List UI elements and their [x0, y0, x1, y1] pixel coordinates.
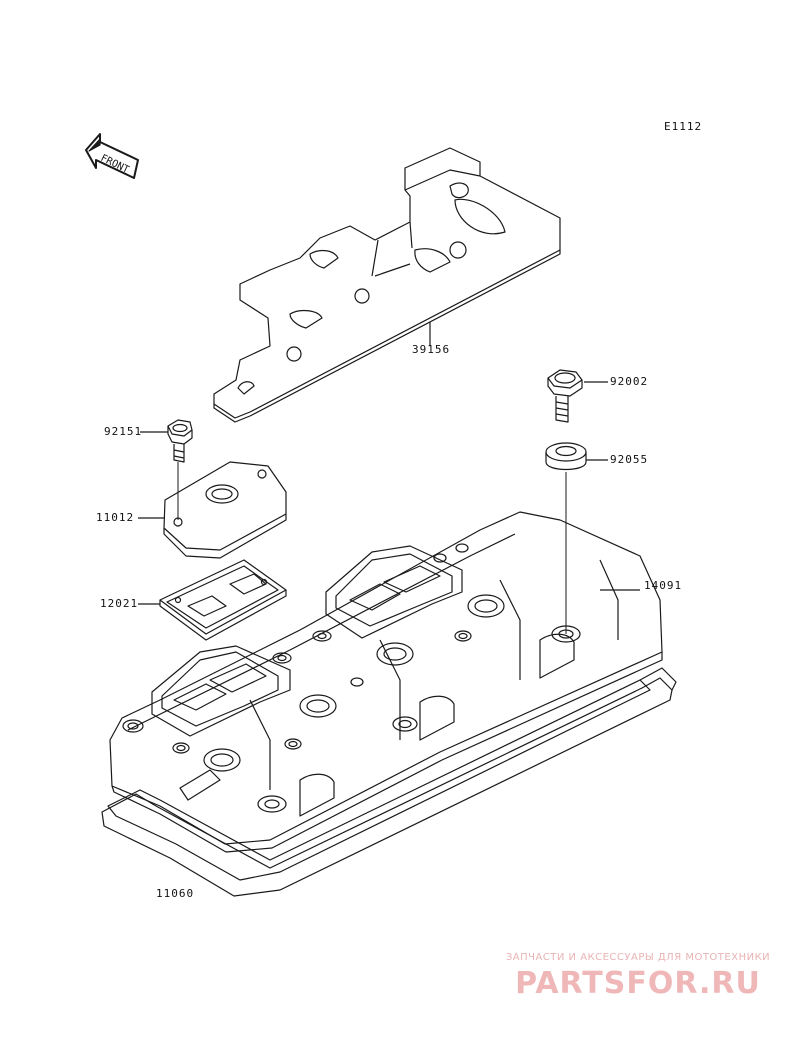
part-label-11012[interactable]: 11012: [96, 511, 135, 524]
part-label-39156[interactable]: 39156: [412, 343, 451, 356]
part-92055-grommet: [545, 442, 608, 634]
part-label-92002[interactable]: 92002: [610, 375, 649, 388]
part-14091-head-cover: [109, 511, 663, 853]
part-11012-cover: [138, 461, 287, 559]
front-arrow-icon: FRONT: [85, 133, 139, 179]
part-39156-plate: [213, 147, 561, 423]
part-label-92151[interactable]: 92151: [104, 425, 143, 438]
part-92002-bolt: [547, 369, 608, 423]
part-11060-gasket: [101, 667, 677, 897]
watermark-logo: PARTSFOR.RU: [515, 966, 761, 1001]
watermark-tagline: ЗАПЧАСТИ И АКСЕССУАРЫ ДЛЯ МОТОТЕХНИКИ: [505, 952, 771, 963]
diagram-code: E1112: [664, 120, 703, 133]
part-label-12021[interactable]: 12021: [100, 597, 139, 610]
part-label-92055[interactable]: 92055: [610, 453, 649, 466]
part-92151-bolt: [140, 419, 193, 520]
part-label-11060[interactable]: 11060: [156, 887, 195, 900]
part-label-14091[interactable]: 14091: [644, 579, 683, 592]
part-12021-gasket: [138, 559, 287, 641]
